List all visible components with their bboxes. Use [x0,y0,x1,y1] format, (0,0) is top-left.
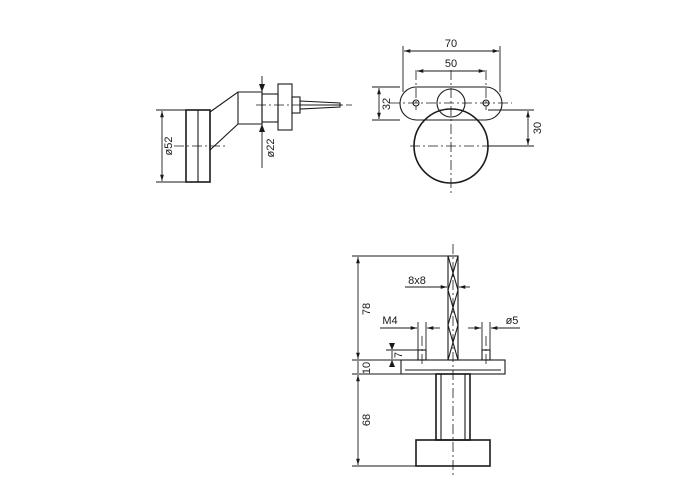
side-nut [261,93,279,123]
side-view: ø52 ø22 [156,76,352,183]
side-angled-arm [209,91,263,152]
dim-label-pin-dia: ø5 [506,315,519,327]
dim-label-width-overall: 70 [445,38,457,50]
dim-label-height-plate-front: 10 [361,362,373,374]
dim-label-square-size: 8x8 [408,275,426,287]
front-view: 78 10 68 7 8x8 M4 ø5 [352,244,520,478]
dim-label-thread: M4 [382,315,397,327]
dim-label-hole-spacing: 50 [445,58,457,70]
dim-label-height-knob: 30 [532,122,544,134]
dim-label-dia-arm: ø22 [265,139,277,158]
dim-label-height-top: 78 [361,303,373,315]
dim-label-height-bottom: 68 [361,414,373,426]
dim-label-dia-body: ø52 [163,137,175,156]
side-flange [277,83,293,131]
dim-label-height-plate: 32 [381,98,393,110]
top-view: 70 50 32 30 [372,38,544,194]
side-tapered-pin [299,100,341,110]
dim-label-height-pin: 7 [393,352,405,358]
